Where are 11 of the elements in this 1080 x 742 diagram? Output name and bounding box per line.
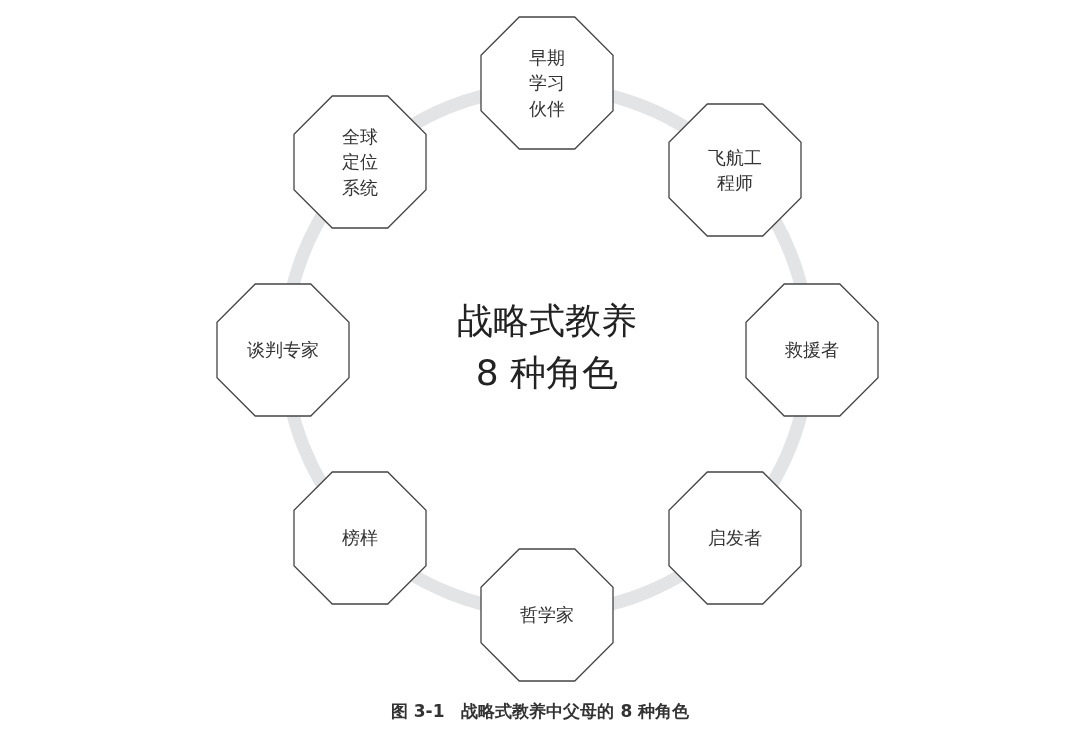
center-title: 8 种角色 — [475, 351, 619, 396]
role-label: 谈判专家 — [247, 338, 319, 363]
role-label: 救援者 — [785, 338, 839, 363]
role-label: 启发者 — [708, 526, 762, 551]
figure-caption: 图 3-1 战略式教养中父母的 8 种角色 — [390, 701, 690, 721]
center-title: 战略式教养 — [457, 299, 637, 343]
role-label: 哲学家 — [520, 603, 574, 628]
role-label: 榜样 — [342, 526, 378, 551]
role-label: 全球定位系统 — [342, 125, 378, 200]
role-label: 飞航工程师 — [708, 145, 762, 195]
role-label: 早期学习伙伴 — [529, 46, 565, 121]
